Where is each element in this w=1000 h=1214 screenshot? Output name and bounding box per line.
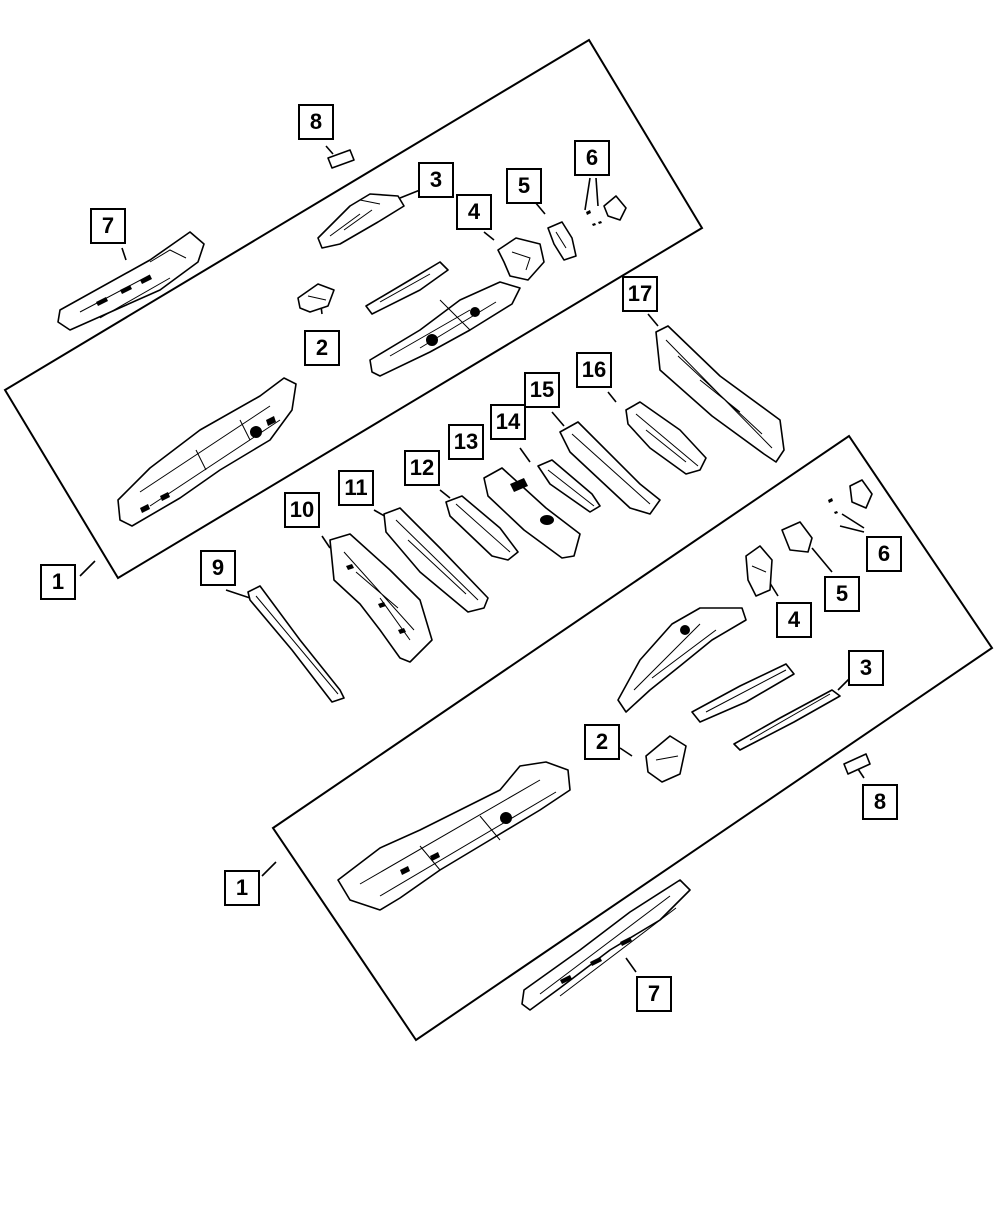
callout-5-upper: 5 xyxy=(506,168,542,204)
main-frame-rail-upper xyxy=(117,377,297,527)
crossmember-upper-center xyxy=(369,281,521,377)
part-3-rail-lower xyxy=(733,689,841,751)
part-6-brackets-upper xyxy=(586,195,627,226)
rail-lower-upper xyxy=(617,607,747,713)
callout-15: 15 xyxy=(524,372,560,408)
part-4-bracket-lower xyxy=(745,545,773,597)
rail-upper-center xyxy=(365,261,449,315)
part-8-bracket-upper xyxy=(327,149,355,169)
callout-3-lower: 3 xyxy=(848,650,884,686)
callout-7-lower: 7 xyxy=(636,976,672,1012)
part-10-pan xyxy=(329,533,433,663)
part-5-bracket-lower xyxy=(781,521,813,553)
part-12-rail xyxy=(445,495,519,561)
callout-14: 14 xyxy=(490,404,526,440)
part-4-bracket-upper xyxy=(497,237,545,281)
part-15-crossmember xyxy=(559,421,661,515)
part-5-bracket-upper xyxy=(547,221,577,261)
callout-6-upper: 6 xyxy=(574,140,610,176)
callout-1-lower: 1 xyxy=(224,870,260,906)
callout-1-upper: 1 xyxy=(40,564,76,600)
part-11-pan xyxy=(383,507,489,613)
callout-11: 11 xyxy=(338,470,374,506)
callout-9: 9 xyxy=(200,550,236,586)
callout-13: 13 xyxy=(448,424,484,460)
part-7-rail-lower xyxy=(521,879,691,1011)
upper-assembly-frame xyxy=(3,38,704,580)
rail-lower-center xyxy=(691,663,795,723)
callout-6-lower: 6 xyxy=(866,536,902,572)
part-8-bracket-lower xyxy=(843,753,871,775)
callout-8-upper: 8 xyxy=(298,104,334,140)
part-9-crossmember xyxy=(247,585,345,703)
part-2-bracket-upper xyxy=(297,283,335,313)
callout-2-lower: 2 xyxy=(584,724,620,760)
callout-17: 17 xyxy=(622,276,658,312)
lower-assembly-frame xyxy=(271,434,994,1042)
callout-4-upper: 4 xyxy=(456,194,492,230)
part-3-rail-upper xyxy=(317,193,405,249)
callout-8-lower: 8 xyxy=(862,784,898,820)
main-frame-rail-lower xyxy=(337,761,571,911)
callout-10: 10 xyxy=(284,492,320,528)
callout-3-upper: 3 xyxy=(418,162,454,198)
part-2-bracket-lower xyxy=(645,735,687,783)
part-13-crossmember xyxy=(483,467,581,559)
callout-4-lower: 4 xyxy=(776,602,812,638)
part-17-panel xyxy=(655,325,785,463)
callout-12: 12 xyxy=(404,450,440,486)
part-7-rail-upper xyxy=(57,231,205,331)
callout-16: 16 xyxy=(576,352,612,388)
part-6-brackets-lower xyxy=(828,479,873,514)
part-16-panel xyxy=(625,401,707,475)
callout-5-lower: 5 xyxy=(824,576,860,612)
part-14-rail xyxy=(537,459,601,513)
callout-7-upper: 7 xyxy=(90,208,126,244)
callout-2-upper: 2 xyxy=(304,330,340,366)
